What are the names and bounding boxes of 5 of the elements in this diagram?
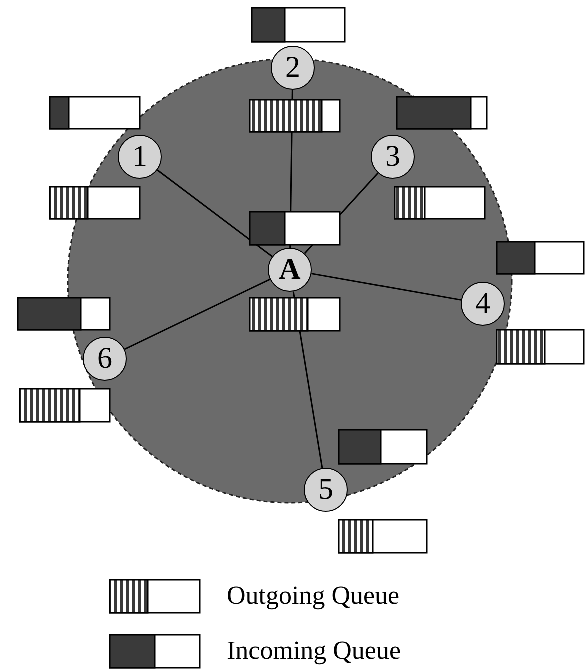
link-line bbox=[157, 170, 273, 258]
legend-text: Incoming Queue bbox=[227, 638, 402, 664]
legend-text: Outgoing Queue bbox=[227, 583, 400, 609]
link-line bbox=[124, 278, 270, 350]
link-line bbox=[312, 273, 462, 301]
